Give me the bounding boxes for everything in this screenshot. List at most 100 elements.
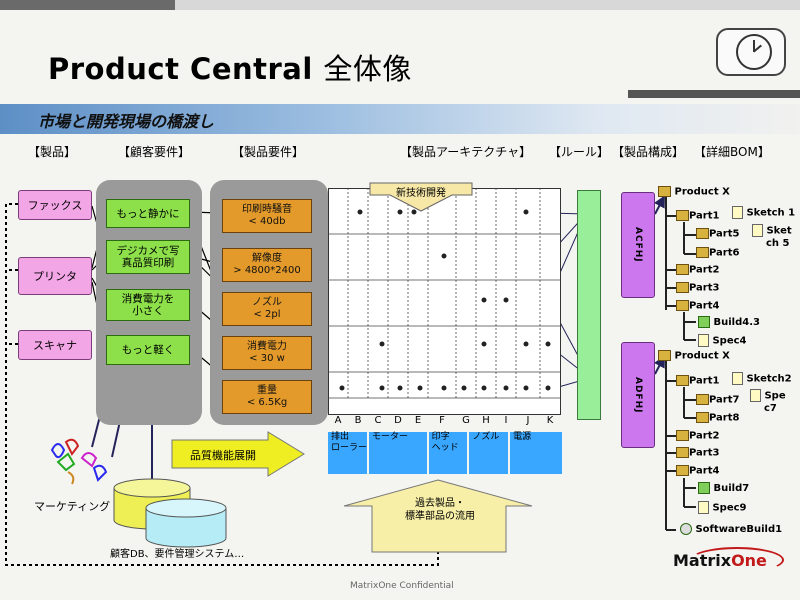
reuse-label: 過去製品・標準部品の流用 [405,498,475,522]
part-icon [696,412,709,423]
block-print-head: 印字 ヘッド [428,432,468,474]
slide-subtitle: 市場と開発現場の橋渡し [38,112,215,131]
bom1-part2: Part2 [676,264,719,276]
block-power-supply: 電源 [510,432,562,474]
part-icon [676,264,689,275]
product-icon [658,350,671,361]
part-icon [676,375,689,386]
column-label: I [504,415,508,426]
block-motor: モーター [369,432,427,474]
header-products: 【製品】 [28,145,77,159]
column-label: A [334,415,342,426]
part-icon [676,282,689,293]
product-req-power: 消費電力< 30 w [222,336,312,370]
product-fax: ファックス [18,190,92,220]
part-icon [696,394,709,405]
bom2-part8: Part8 [696,412,739,424]
sketch-icon [732,206,743,219]
header-product-architecture: 【製品アーキテクチャ】 [400,145,532,159]
column-label: G [462,415,470,426]
part-icon [696,228,709,239]
customer-req-quiet: もっと静かに [106,199,190,228]
block-eject-roller: 排出 ローラー [328,432,368,474]
customer-req-low-power: 消費電力を小さく [106,289,190,321]
title-english: Product Central [48,52,313,86]
qfd-arrow [171,431,305,477]
qfd-label: 品質機能展開 [190,449,256,462]
architecture-column-labels: A B C D E F G H I J K [328,415,562,429]
product-req-noise: 印刷時騒音< 40db [222,199,312,233]
bom2-part7: Part7 [696,394,739,406]
subtitle-band [0,104,800,134]
header-rules: 【ルール】 [549,145,610,159]
bom1-build: Build4.3 [698,316,760,328]
header-product-requirements: 【製品要件】 [232,145,305,159]
bom1-part1: Part1 [676,210,719,222]
spec-icon [750,389,761,402]
part-icon [676,465,689,476]
reuse-arrow [343,479,533,553]
architecture-grid [328,188,561,415]
confidential-footer: MatrixOne Confidential [350,581,454,591]
column-label: H [482,415,490,426]
product-scanner: スキャナ [18,330,92,360]
bom1-part4: Part4 [676,300,719,312]
bom2-build: Build7 [698,482,749,494]
logo-swoosh [690,547,784,573]
bom1-sketch1: Sketch 1 [732,206,795,219]
header-customer-requirements: 【顧客要件】 [118,145,191,159]
disc-icon [680,523,692,535]
header-product-configuration: 【製品構成】 [612,145,685,159]
bom2-sketch2: Sketch2 [732,372,792,385]
bom2-part1: Part1 [676,375,719,387]
database-label: 顧客DB、要件管理システム… [110,549,245,560]
part-icon [696,247,709,258]
bom2-software-build: SoftwareBuild1 [680,523,782,535]
title-underline-bar [628,90,800,98]
part-icon [676,300,689,311]
bom1-root: Product X [658,186,730,198]
customer-req-lighter: もっと軽く [106,335,190,365]
customer-req-photo-print: デジカメで写真品質印刷 [106,240,190,274]
bom2-part4: Part4 [676,465,719,477]
build-icon [698,316,710,328]
sketch-icon [732,372,743,385]
part-icon [676,447,689,458]
title-japanese: 全体像 [323,52,412,86]
header-detailed-bom: 【詳細BOM】 [694,145,770,159]
column-label: F [439,415,445,426]
block-nozzle: ノズル [469,432,509,474]
bom2-spec: Spec9 [698,501,747,514]
bom2-part2: Part2 [676,430,719,442]
column-label: K [546,415,554,426]
new-tech-label: 新技術開発 [396,188,446,199]
column-label: C [374,415,382,426]
config-box-1: ACFHJ [621,192,655,298]
matrixone-logo: MatrixOne [673,551,767,570]
database-icon [113,478,227,548]
bom2-root: Product X [658,350,730,362]
bom1-part6: Part6 [696,247,739,259]
bom1-part5: Part5 [696,228,739,240]
product-req-nozzle: ノズル< 2pl [222,292,312,326]
marketing-people-icon [50,438,108,485]
clock-icon [716,28,786,76]
top-decor-bar [0,0,800,10]
spec-icon [698,334,709,347]
column-label: E [414,415,422,426]
part-icon [676,210,689,221]
column-label: D [394,415,402,426]
sketch-icon [752,224,763,237]
config-box-2: ADFHJ [621,342,655,448]
new-tech-arrow [369,182,473,212]
bom2-part3: Part3 [676,447,719,459]
marketing-label: マーケティング [34,500,111,513]
part-icon [676,430,689,441]
bom1-spec: Spec4 [698,334,747,347]
spec-icon [698,501,709,514]
column-label: J [526,415,530,426]
product-printer: プリンタ [18,257,92,295]
bom1-part3: Part3 [676,282,719,294]
